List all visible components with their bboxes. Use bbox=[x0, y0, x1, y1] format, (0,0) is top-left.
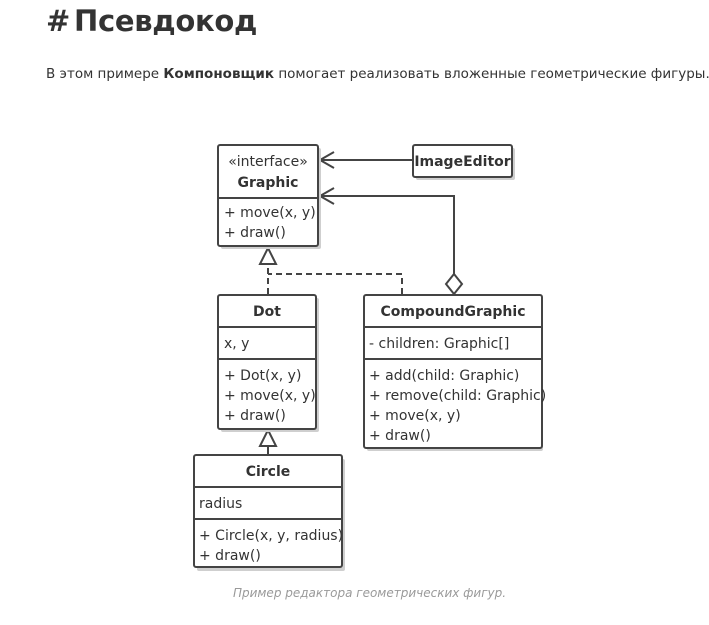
dot-method: + Dot(x, y) bbox=[224, 368, 301, 384]
realization-triangle-head bbox=[258, 245, 278, 265]
intro-paragraph: В этом примере Компоновщик помогает реал… bbox=[46, 66, 709, 82]
class-graphic: «interface» Graphic + move(x, y) + draw(… bbox=[217, 144, 321, 249]
graphic-method: + move(x, y) bbox=[224, 205, 316, 221]
circle-method: + Circle(x, y, radius) bbox=[199, 528, 343, 544]
intro-pattern-name: Компоновщик bbox=[163, 66, 275, 82]
aggregation-compound-graphic bbox=[317, 187, 464, 296]
figure-caption: Пример редактора геометрических фигур. bbox=[232, 586, 507, 600]
page-title-text: Псевдокод bbox=[74, 4, 258, 38]
circle-method: + draw() bbox=[199, 548, 261, 564]
dot-method: + move(x, y) bbox=[224, 388, 316, 404]
page-title: #Псевдокод bbox=[46, 4, 257, 38]
compound-graphic-method: + move(x, y) bbox=[369, 408, 461, 424]
class-image-editor: ImageEditor bbox=[412, 144, 515, 180]
intro-text-after: помогает реализовать вложенные геометрич… bbox=[274, 66, 709, 82]
circle-field: radius bbox=[199, 496, 242, 512]
compound-graphic-field: - children: Graphic[] bbox=[369, 336, 509, 352]
image-editor-class-name: ImageEditor bbox=[414, 154, 510, 170]
dot-field: x, y bbox=[224, 336, 249, 352]
intro-text-before: В этом примере bbox=[46, 66, 164, 82]
class-dot: Dot x, y + Dot(x, y) + move(x, y) + draw… bbox=[217, 294, 319, 432]
dot-class-name: Dot bbox=[253, 304, 281, 320]
dot-method: + draw() bbox=[224, 408, 286, 424]
graphic-class-name: Graphic bbox=[238, 175, 299, 191]
compound-graphic-class-name: CompoundGraphic bbox=[380, 304, 525, 320]
graphic-stereotype: «interface» bbox=[228, 154, 308, 170]
compound-graphic-method: + draw() bbox=[369, 428, 431, 444]
class-circle: Circle radius + Circle(x, y, radius) + d… bbox=[193, 454, 345, 571]
graphic-method: + draw() bbox=[224, 225, 286, 241]
compound-graphic-method: + remove(child: Graphic) bbox=[369, 388, 546, 404]
realization-compound-graphic bbox=[268, 273, 403, 294]
anchor-hash: # bbox=[46, 4, 70, 38]
class-compound-graphic: CompoundGraphic - children: Graphic[] + … bbox=[363, 294, 546, 451]
circle-class-name: Circle bbox=[246, 464, 291, 480]
compound-graphic-method: + add(child: Graphic) bbox=[369, 368, 519, 384]
association-imageeditor-graphic bbox=[317, 151, 413, 169]
inheritance-circle-dot bbox=[258, 427, 278, 455]
